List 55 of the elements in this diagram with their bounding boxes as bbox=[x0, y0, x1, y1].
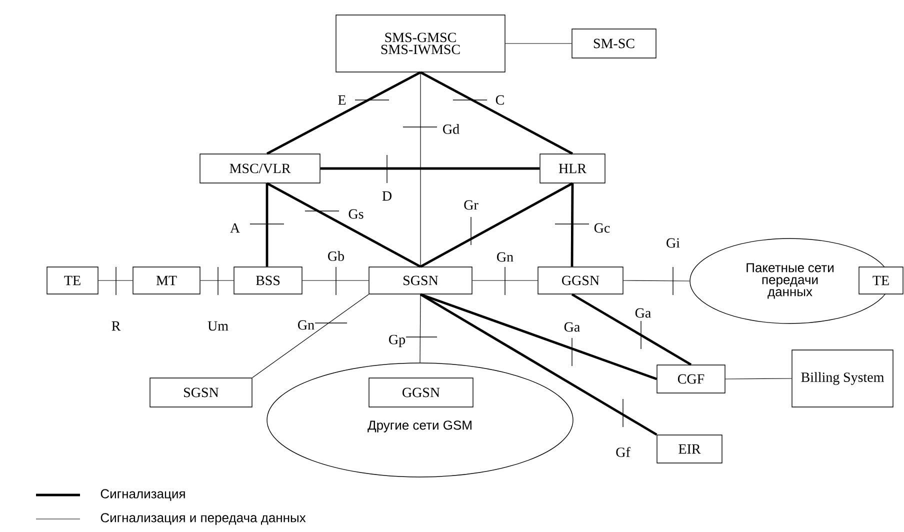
connector-line bbox=[98, 280, 133, 281]
edge-label: Gs bbox=[348, 208, 364, 220]
edge-label: A bbox=[229, 222, 241, 234]
connector-line bbox=[200, 280, 234, 281]
connector-line bbox=[570, 183, 574, 267]
connector-line bbox=[302, 280, 369, 281]
connector-line bbox=[472, 280, 538, 281]
edge-label: Gd bbox=[442, 124, 460, 134]
edge-label: Gb bbox=[326, 250, 346, 262]
connector-line bbox=[623, 280, 690, 282]
element-box: GGSN bbox=[538, 266, 624, 294]
connector-line bbox=[420, 182, 574, 268]
connector-line bbox=[420, 71, 574, 155]
element-box: SGSN bbox=[150, 378, 252, 408]
connector-line bbox=[266, 71, 422, 155]
edge-label: Gi bbox=[666, 238, 680, 248]
element-box: EIR bbox=[656, 434, 722, 464]
edge-label: Gn bbox=[296, 320, 316, 330]
edge-label: Ga bbox=[634, 308, 652, 318]
connector-line bbox=[420, 293, 658, 380]
connector-line bbox=[725, 378, 792, 380]
legend-text: Сигнализация и передача данных bbox=[100, 513, 306, 525]
connector-line bbox=[420, 293, 658, 436]
element-box: Billing System bbox=[792, 350, 894, 408]
connector-line bbox=[320, 167, 540, 170]
edge-label: Ga bbox=[563, 322, 581, 332]
element-box: TE bbox=[858, 266, 904, 294]
edge-label: C bbox=[494, 94, 506, 106]
edge-label: E bbox=[337, 94, 347, 106]
element-box: GGSN bbox=[368, 378, 474, 408]
connector-line bbox=[505, 43, 572, 44]
edge-label: Gn bbox=[496, 252, 514, 262]
element-box: BSS bbox=[234, 266, 302, 294]
edge-label: Gr bbox=[463, 200, 479, 210]
edge-label: Gp bbox=[388, 334, 406, 348]
connector-line bbox=[266, 182, 422, 268]
element-box: SM-SC bbox=[572, 28, 656, 58]
element-box: MSC/VLR bbox=[200, 154, 320, 184]
edge-label: Gf bbox=[615, 446, 631, 458]
edge-label: Gc bbox=[593, 222, 611, 234]
edge-label: D bbox=[381, 190, 393, 202]
connector-line bbox=[420, 294, 421, 363]
edge-label: R bbox=[110, 320, 122, 332]
connector-line bbox=[571, 293, 692, 366]
element-box: TE bbox=[46, 266, 98, 294]
legend-text: Сигнализация bbox=[100, 489, 185, 501]
edge-label: Um bbox=[207, 320, 229, 332]
element-box: CGF bbox=[656, 364, 726, 394]
element-box: HLR bbox=[540, 154, 606, 184]
element-box: MT bbox=[132, 266, 200, 294]
element-box: SMS-GMSC SMS-IWMSC bbox=[336, 14, 506, 72]
connector-line bbox=[252, 294, 369, 378]
element-box: SGSN bbox=[368, 266, 472, 294]
connector-line bbox=[266, 183, 268, 267]
connector-line bbox=[420, 72, 421, 267]
